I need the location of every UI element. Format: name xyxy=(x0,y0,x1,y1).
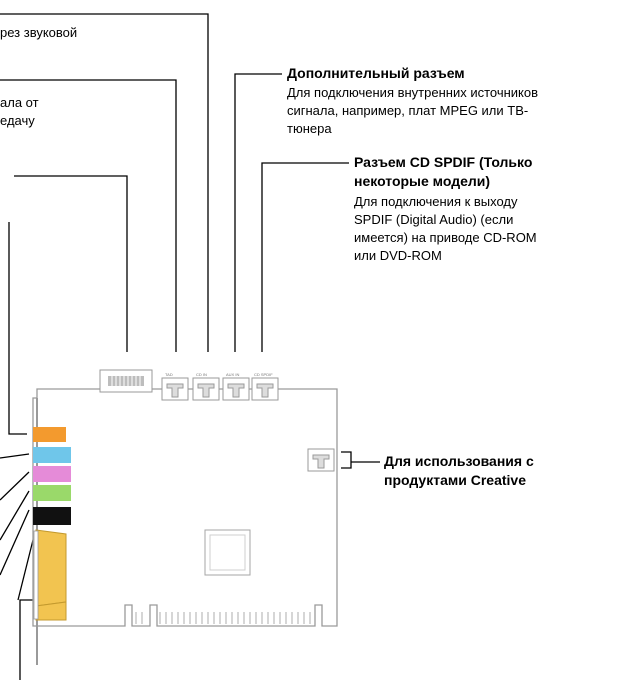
creative-title-2: продуктами Creative xyxy=(384,472,526,488)
leader-line-blue-jack xyxy=(0,453,30,459)
leader-line-game-port xyxy=(17,535,35,601)
label-tad: TAD xyxy=(165,372,173,377)
blue-jack xyxy=(33,447,71,463)
tad-connector xyxy=(161,377,189,401)
leader-line-cd-in xyxy=(0,13,209,352)
aux-in-connector xyxy=(222,377,250,401)
cd-in-connector xyxy=(192,377,220,401)
cd-spdif-title-1: Разъем CD SPDIF (Только xyxy=(354,154,533,170)
left-text-fragment-1: рез звуковой xyxy=(0,25,78,40)
pink-jack xyxy=(33,466,71,482)
green-jack xyxy=(33,485,71,501)
label-cd-spdif: CD SPDIF xyxy=(254,372,273,377)
leader-line-modem xyxy=(14,175,128,352)
leader-line-creative xyxy=(341,451,352,469)
cd-spdif-title-2: некоторые модели) xyxy=(354,173,491,189)
cd-spdif-desc-2: SPDIF (Digital Audio) (если xyxy=(354,212,514,227)
leader-line-orange-jack xyxy=(8,222,27,435)
cd-spdif-desc-4: или DVD-ROM xyxy=(354,248,442,263)
left-text-fragment-3: едачу xyxy=(0,113,35,128)
aux-connector-desc-2: сигнала, например, плат MPEG или ТВ- xyxy=(287,103,529,118)
leader-line-tad xyxy=(0,79,177,352)
leader-line-aux xyxy=(234,73,282,352)
cd-spdif-desc-3: имеется) на приводе CD-ROM xyxy=(354,230,537,245)
creative-connector xyxy=(307,448,335,472)
cd-spdif-connector xyxy=(251,377,279,401)
aux-connector-desc-1: Для подключения внутренних источников xyxy=(287,85,539,100)
cd-spdif-desc-1: Для подключения к выходу xyxy=(354,194,518,209)
port-edge xyxy=(33,530,39,620)
main-chip xyxy=(204,529,251,576)
creative-title-1: Для использования с xyxy=(384,453,534,469)
leader-line-pink-jack xyxy=(0,471,30,501)
leader-line-green-jack xyxy=(0,490,30,541)
aux-connector-title: Дополнительный разъем xyxy=(287,65,465,81)
pci-edge-connector xyxy=(135,612,311,624)
leader-line-black-jack xyxy=(0,509,30,576)
modem-connector xyxy=(99,369,153,393)
circuit-board xyxy=(32,388,338,627)
aux-connector-desc-3: тюнера xyxy=(287,121,332,136)
black-jack xyxy=(33,507,71,525)
label-aux-in: AUX IN xyxy=(226,372,239,377)
leader-lines xyxy=(0,13,380,680)
gold-connector xyxy=(35,529,67,607)
label-cd-in: CD IN xyxy=(196,372,207,377)
orange-jack xyxy=(33,427,66,442)
leader-line-spdif xyxy=(261,162,349,352)
left-text-fragment-2: ала от xyxy=(0,95,39,110)
